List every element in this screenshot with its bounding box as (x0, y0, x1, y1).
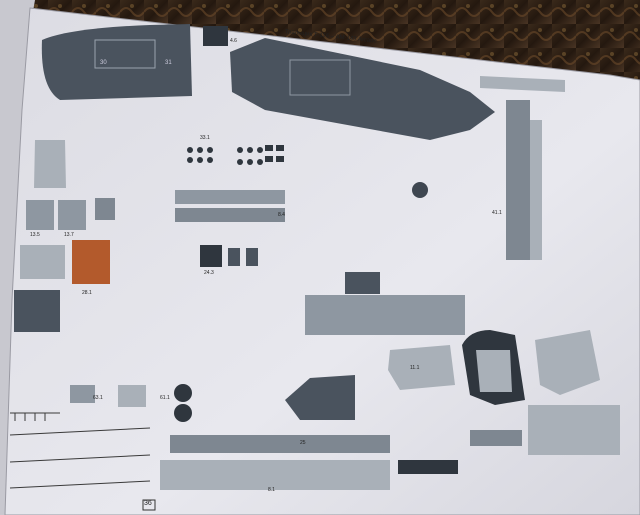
panel-center-2 (175, 208, 285, 222)
part-bridge-light (535, 330, 600, 395)
label-24-3: 24.3 (204, 270, 214, 276)
panel-center (175, 190, 285, 204)
part-bridge-inner (476, 350, 512, 392)
label-13-5: 13.5 (30, 232, 40, 238)
label-13-7: 13.7 (64, 232, 74, 238)
label-31: 31 (165, 60, 172, 66)
wheel-a (174, 384, 192, 402)
part-24-3 (200, 245, 222, 267)
long-panel-8-1 (160, 460, 390, 490)
part-hull-dark (14, 290, 60, 332)
part-13-7 (58, 200, 86, 230)
label-8-1: 8.1 (268, 487, 275, 493)
part-dark-bar (398, 460, 458, 474)
rust-panel (72, 240, 110, 284)
tall-mast-strip-2 (530, 120, 542, 260)
tall-mast-strip (506, 100, 530, 260)
page-number: 36 (144, 500, 152, 507)
label-33-1: 33.1 (200, 135, 210, 141)
part-58-1 (118, 385, 146, 407)
part-mast-base (34, 140, 66, 188)
hull-side-panel-2 (345, 272, 380, 294)
label-25: 25 (300, 440, 306, 446)
wheel-c (412, 182, 428, 198)
page-number-box (142, 499, 156, 511)
label-41-1: 41.1 (492, 210, 502, 216)
strip-top-right (480, 76, 565, 92)
label-28-1: 28.1 (82, 290, 92, 296)
wheel-b (174, 404, 192, 422)
deck-part-4-6 (203, 26, 228, 46)
part-61-1 (528, 405, 620, 455)
railing-parts (9, 412, 151, 489)
label-61-1: 61.1 (160, 395, 170, 401)
label-11-1: 11.1 (410, 365, 420, 371)
part-gun-deck (388, 345, 455, 390)
part-block-c (246, 248, 258, 266)
label-30: 30 (100, 60, 107, 66)
part-grey-block (95, 198, 115, 220)
part-63-1 (70, 385, 95, 403)
small-parts-grid (187, 145, 284, 165)
label-63-1: 63.1 (93, 395, 103, 401)
long-panel-dark (170, 435, 390, 453)
hull-detail (289, 59, 351, 96)
part-block-b (228, 248, 240, 266)
hull-side-panel (305, 295, 465, 335)
part-superstructure (285, 375, 355, 420)
label-4-6: 4.6 (230, 38, 237, 44)
part-strip-r (470, 430, 522, 446)
deck-part-30 (41, 24, 193, 100)
label-8-4: 8.4 (278, 212, 285, 218)
deck-detail (94, 39, 156, 69)
part-13-5 (26, 200, 54, 230)
hull-part-31 (230, 38, 495, 140)
part-grey-2 (20, 245, 65, 279)
